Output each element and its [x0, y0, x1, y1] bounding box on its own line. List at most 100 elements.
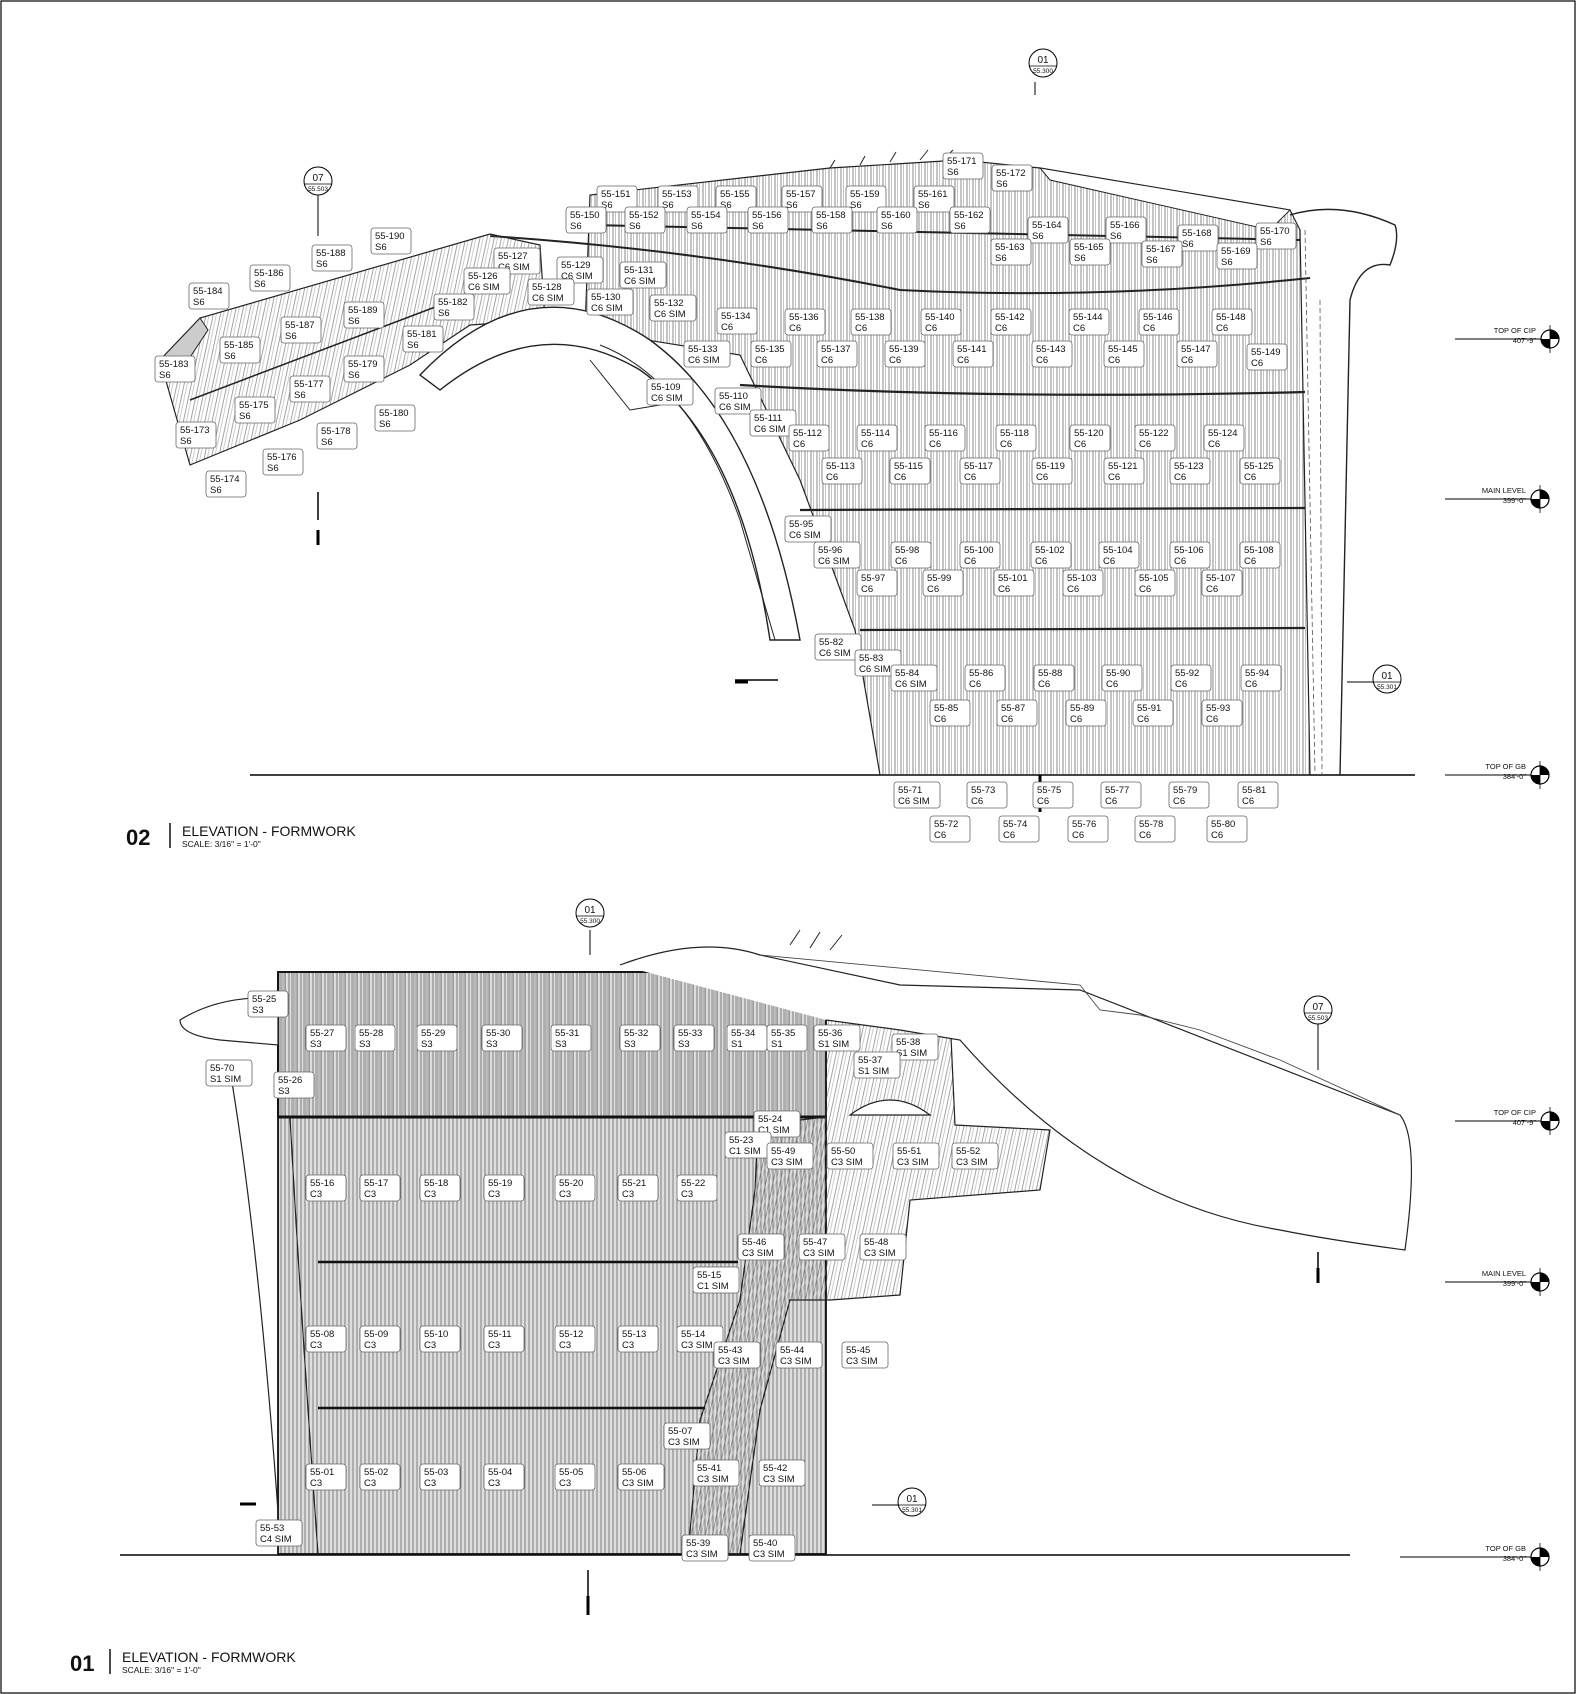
- section-bubble[interactable]: 07 55.503: [1303, 995, 1333, 1070]
- section-bubble[interactable]: 07 55.503: [303, 166, 333, 236]
- section-bubble[interactable]: 01 55.300: [1028, 48, 1058, 78]
- section-bubble[interactable]: 01 55.301: [1347, 664, 1402, 694]
